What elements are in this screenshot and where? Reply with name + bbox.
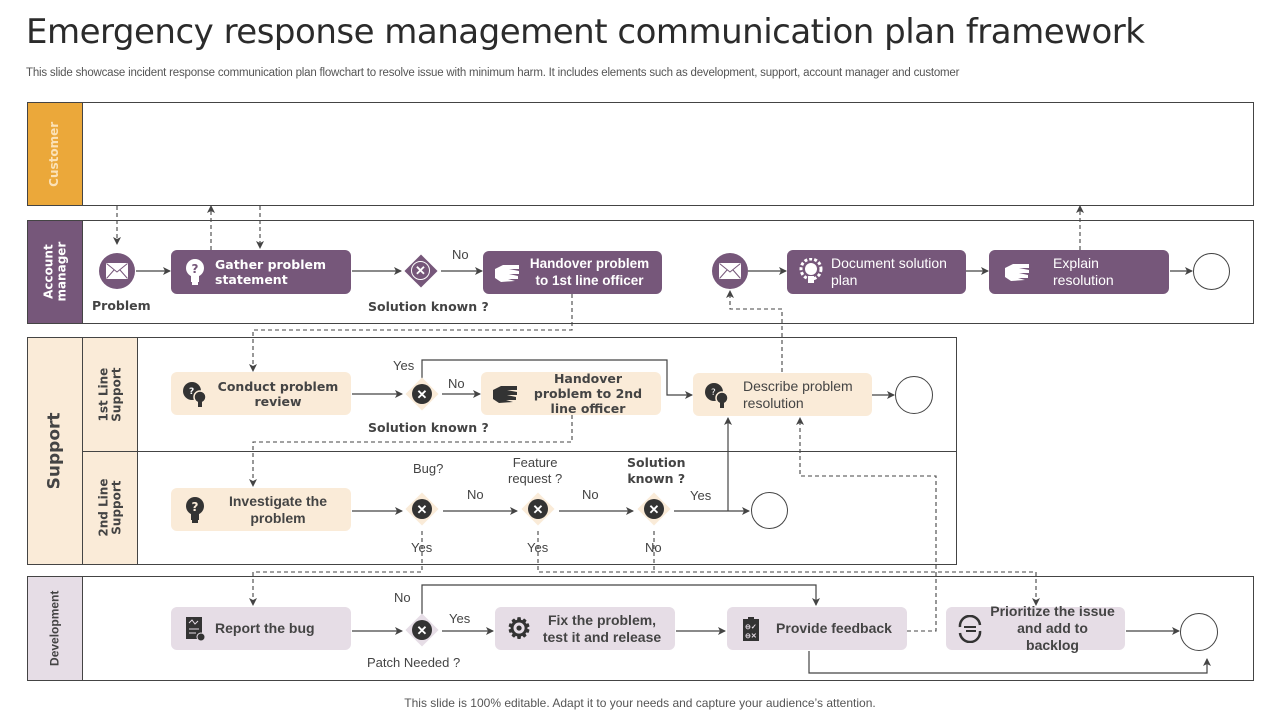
- message-event-am[interactable]: [712, 253, 748, 289]
- page-title: Emergency response management communicat…: [26, 12, 1145, 52]
- x-icon: ✕: [411, 261, 430, 280]
- task-label: Report the bug: [215, 620, 315, 637]
- lightbulb-question-icon: ?: [181, 495, 209, 525]
- task-label: Explain resolution: [1053, 255, 1114, 288]
- task-label: Investigate the problem: [228, 492, 328, 526]
- task-label: Gather problem statement: [215, 257, 326, 287]
- label-patch-needed: Patch Needed ?: [367, 655, 461, 670]
- label-1st-no: No: [448, 376, 465, 391]
- label-1st-solution-known: Solution known ?: [368, 420, 489, 435]
- task-fix-problem[interactable]: ⚙ Fix the problem, test it and release: [495, 607, 675, 650]
- envelope-icon: [719, 263, 741, 279]
- lane-customer: Customer: [27, 102, 1254, 206]
- end-event-development[interactable]: [1180, 613, 1218, 651]
- hand-icon: [1003, 257, 1031, 287]
- end-event-am[interactable]: [1193, 253, 1230, 290]
- label-problem: Problem: [92, 298, 151, 313]
- task-handover-2nd-line[interactable]: Handover problem to 2nd line officer: [481, 371, 661, 416]
- checklist-icon: ⊖✓ ⊖✕: [737, 614, 765, 644]
- task-report-bug[interactable]: Report the bug: [171, 607, 351, 650]
- footer-note: This slide is 100% editable. Adapt it to…: [404, 696, 876, 710]
- svg-text:?: ?: [711, 388, 716, 398]
- x-icon: ✕: [412, 499, 432, 519]
- end-event-2nd-line[interactable]: [751, 492, 788, 529]
- lane-title-customer: Customer: [47, 121, 62, 187]
- svg-text:?: ?: [189, 387, 194, 397]
- svg-text:⊖✓: ⊖✓: [745, 624, 757, 631]
- label-1st-yes: Yes: [393, 358, 415, 373]
- gear-bulb-icon: [797, 257, 825, 287]
- gateway-bug[interactable]: ✕: [405, 492, 439, 526]
- gateway-1st-solution-known[interactable]: ✕: [405, 377, 439, 411]
- lane-title-development: Development: [47, 590, 62, 667]
- lane-label-customer: Customer: [28, 103, 83, 205]
- end-event-1st-line[interactable]: [895, 376, 933, 414]
- x-icon: ✕: [412, 620, 432, 640]
- label-feature-yes: Yes: [527, 540, 549, 555]
- brain-bulb-icon: ?: [703, 380, 731, 410]
- task-label: Document solution plan: [831, 255, 947, 288]
- svg-text:?: ?: [192, 500, 199, 514]
- brain-bulb-icon: ?: [181, 379, 209, 409]
- refresh-list-icon: [956, 614, 984, 644]
- lane-label-development: Development: [28, 577, 83, 680]
- lightbulb-question-icon: ?: [181, 257, 209, 287]
- svg-text:?: ?: [192, 262, 199, 276]
- task-label: Handover problem to 2nd line officer: [533, 371, 643, 416]
- gear-icon: ⚙: [506, 612, 532, 644]
- label-patch-yes: Yes: [449, 611, 471, 626]
- task-gather-problem-statement[interactable]: ? Gather problem statement: [171, 250, 351, 294]
- task-handover-1st-line[interactable]: Handover problem to 1st line officer: [483, 251, 662, 294]
- page-subtitle: This slide showcase incident response co…: [26, 67, 960, 79]
- task-investigate-problem[interactable]: ? Investigate the problem: [171, 488, 351, 531]
- task-prioritize-issue[interactable]: Prioritize the issue and add to backlog: [946, 603, 1125, 653]
- svg-text:⊖✕: ⊖✕: [745, 633, 757, 640]
- gateway-2nd-solution-known[interactable]: ✕: [637, 492, 671, 526]
- task-label: Provide feedback: [776, 620, 892, 637]
- x-icon: ✕: [528, 499, 548, 519]
- lane-divider: [138, 451, 956, 452]
- report-document-icon: [181, 614, 209, 644]
- task-document-solution-plan[interactable]: Document solution plan: [787, 250, 966, 294]
- task-conduct-problem-review[interactable]: ? Conduct problem review: [171, 372, 351, 415]
- label-bug: Bug?: [413, 461, 444, 476]
- x-icon: ✕: [644, 499, 664, 519]
- task-describe-problem-resolution[interactable]: ? Describe problem resolution: [693, 373, 872, 416]
- gateway-am-solution-known[interactable]: ✕: [404, 254, 438, 288]
- label-bug-yes: Yes: [411, 540, 433, 555]
- label-bug-no: No: [467, 487, 484, 502]
- task-label: Conduct problem review: [217, 378, 339, 409]
- hand-icon: [493, 258, 521, 288]
- x-icon: ✕: [412, 384, 432, 404]
- lane-title-support: Support: [44, 412, 65, 490]
- task-label: Fix the problem, test it and release: [542, 611, 662, 645]
- gateway-feature-request[interactable]: ✕: [521, 492, 555, 526]
- label-am-solution-known: Solution known ?: [368, 299, 489, 314]
- label-am-no: No: [452, 247, 469, 262]
- hand-icon: [491, 379, 519, 409]
- start-event-problem[interactable]: [99, 253, 135, 289]
- task-label: Handover problem to 1st line officer: [529, 256, 650, 288]
- task-label: Prioritize the issue and add to backlog: [990, 603, 1115, 653]
- label-solution-no: No: [645, 540, 662, 555]
- task-label: Describe problem resolution: [743, 377, 853, 411]
- label-solution-yes: Yes: [690, 488, 712, 503]
- lane-label-support: Support: [28, 338, 83, 564]
- gateway-patch-needed[interactable]: ✕: [405, 613, 439, 647]
- label-patch-no: No: [394, 590, 411, 605]
- label-feature-no: No: [582, 487, 599, 502]
- task-provide-feedback[interactable]: ⊖✓ ⊖✕ Provide feedback: [727, 607, 907, 650]
- envelope-icon: [106, 263, 128, 279]
- task-explain-resolution[interactable]: Explain resolution: [989, 250, 1169, 294]
